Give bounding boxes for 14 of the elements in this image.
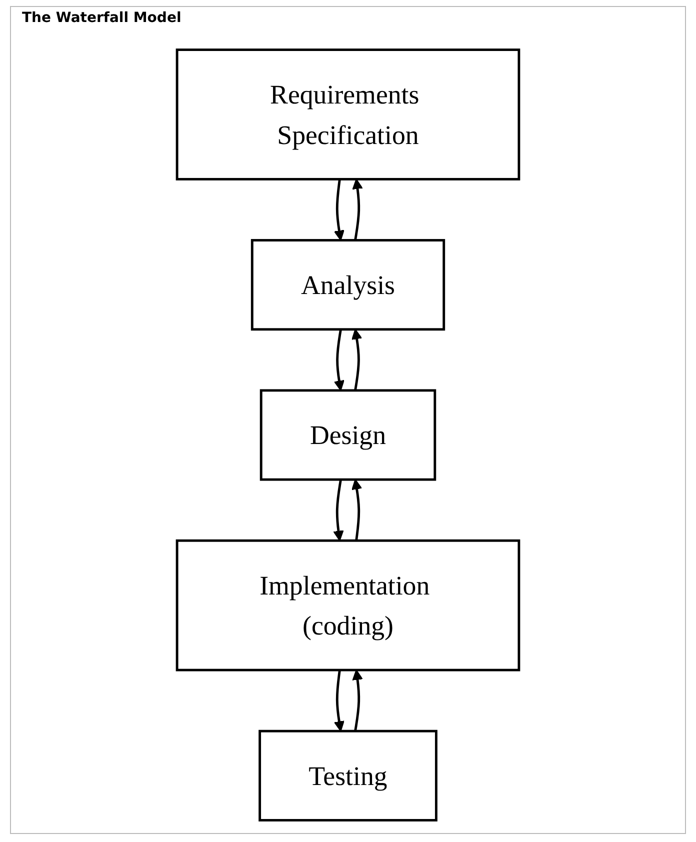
arrow <box>352 328 362 391</box>
arrow <box>352 670 363 732</box>
arrow <box>334 329 344 391</box>
node-box: Analysis <box>250 239 446 331</box>
node-box: Design <box>260 389 436 481</box>
node-box: Testing <box>258 730 438 822</box>
arrow <box>352 479 362 541</box>
arrow <box>334 179 344 241</box>
arrow <box>333 479 344 542</box>
arrow <box>334 670 344 732</box>
diagram-title: The Waterfall Model <box>22 10 182 26</box>
arrow <box>352 178 363 240</box>
node-box: Requirements Specification <box>176 48 520 180</box>
node-box: Implementation (coding) <box>176 539 520 672</box>
